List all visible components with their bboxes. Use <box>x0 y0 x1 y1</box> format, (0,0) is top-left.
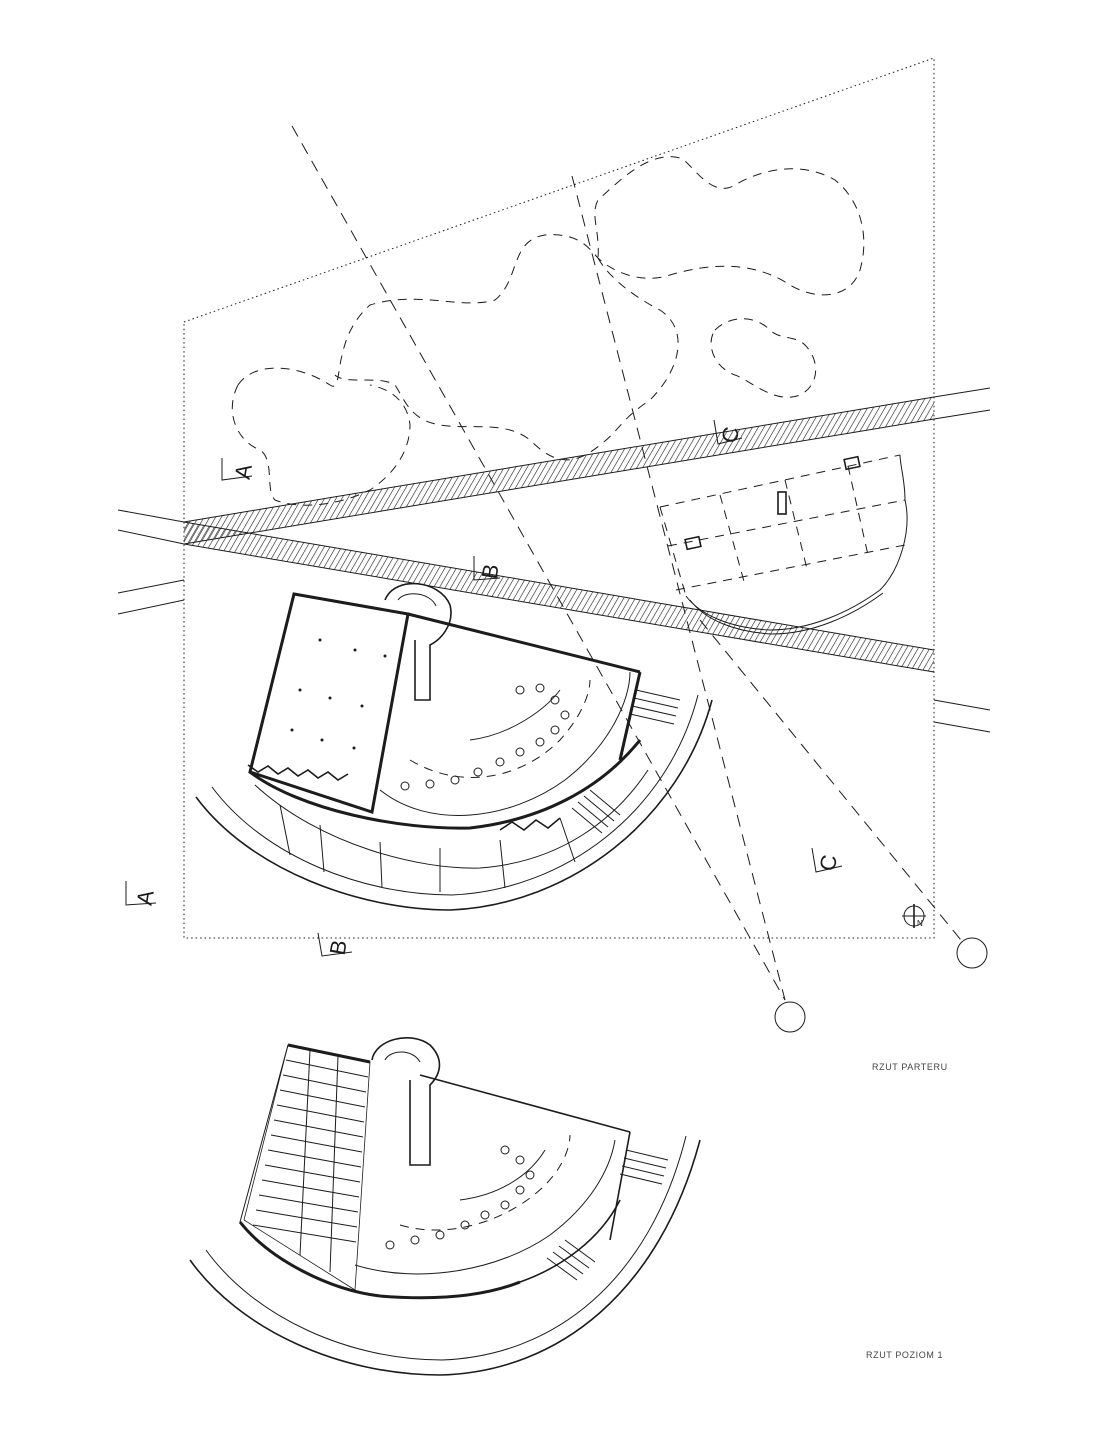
plot-boundary <box>183 57 935 939</box>
section-label-c-bottom: C <box>815 853 842 873</box>
section-marker-b-top: B <box>473 556 504 581</box>
section-label-a-bottom: A <box>132 888 159 907</box>
axis-line-1 <box>291 125 786 1001</box>
section-label-b-top: B <box>477 562 504 581</box>
canopy-outline-2 <box>334 257 679 461</box>
axis-line-2 <box>571 175 786 1001</box>
section-label-a-top: A <box>230 462 257 481</box>
pergola-grid <box>659 454 908 635</box>
canopy-outline-4 <box>710 318 817 398</box>
walkway-hatched <box>117 387 991 733</box>
axis-line-3 <box>699 619 966 946</box>
section-marker-a-bottom: A <box>125 881 159 907</box>
section-label-c-top: C <box>717 425 744 445</box>
ground-floor-plan: N A A B B C C <box>117 57 991 1033</box>
caption-ground-floor: RZUT PARTERU <box>872 1062 948 1072</box>
section-marker-b-bottom: B <box>317 932 353 957</box>
level-1-plan <box>189 1037 701 1376</box>
section-marker-a-top: A <box>221 458 257 481</box>
section-label-b-bottom: B <box>325 938 352 957</box>
canopy-outline-3 <box>231 384 411 506</box>
north-arrow: N <box>902 904 926 928</box>
canopy-outline-1 <box>237 156 865 387</box>
caption-level-1: RZUT POZIOM 1 <box>866 1350 944 1360</box>
axis-bubble-1 <box>774 1001 806 1033</box>
building-ground-floor <box>195 582 713 911</box>
level-1-deck-grid <box>243 1044 371 1291</box>
section-marker-c-bottom: C <box>811 847 842 873</box>
north-label: N <box>917 919 923 928</box>
section-marker-c-top: C <box>713 419 744 445</box>
axis-bubble-2 <box>956 937 988 969</box>
